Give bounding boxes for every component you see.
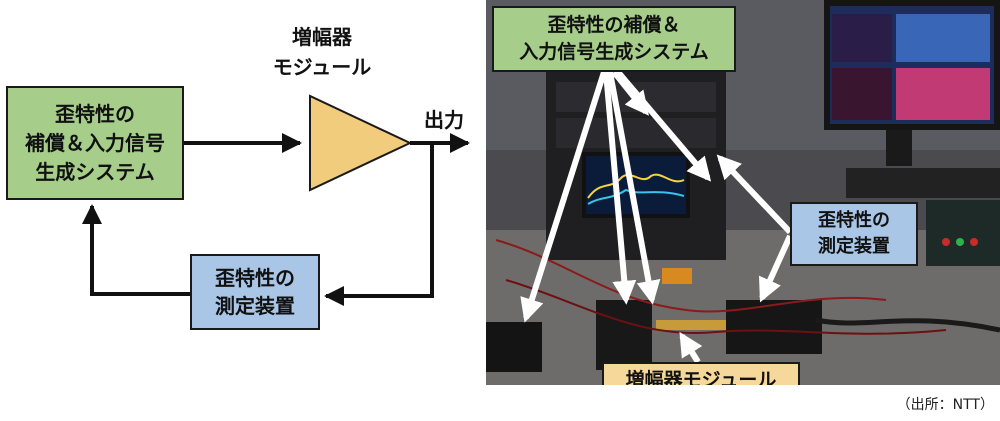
measurement-box: 歪特性の 測定装置 <box>190 254 320 330</box>
callout-amplifier: 増幅器モジュール <box>602 362 800 385</box>
callout-measurement: 歪特性の 測定装置 <box>790 202 918 266</box>
callout-generator: 歪特性の補償＆ 入力信号生成システム <box>492 6 736 72</box>
callout-generator-line1: 歪特性の補償＆ <box>547 14 681 36</box>
callout-measurement-line2: 測定装置 <box>818 236 890 257</box>
callout-arrows <box>520 70 793 364</box>
callout-measurement-line1: 歪特性の <box>818 210 890 231</box>
feedback-line-measurement-to-generator <box>82 204 190 296</box>
callout-generator-line2: 入力信号生成システム <box>519 41 709 63</box>
amplifier-label-line1: 増幅器 <box>292 25 352 49</box>
module-center <box>596 300 652 370</box>
amplifier-symbol <box>309 94 413 192</box>
generator-box-line3: 生成システム <box>35 159 155 184</box>
measurement-box-line1: 歪特性の <box>215 266 295 290</box>
generator-box-line1: 歪特性の <box>55 101 135 126</box>
output-label: 出力 <box>424 108 464 132</box>
module-left <box>486 322 542 372</box>
amplifier-label-line2: モジュール <box>272 55 372 79</box>
lab-photo: 歪特性の補償＆ 入力信号生成システム 歪特性の 測定装置 増幅器モジュール <box>486 0 1000 385</box>
amplifier-label: 増幅器 モジュール <box>262 22 382 82</box>
block-diagram-lines <box>82 94 470 306</box>
block-diagram: 歪特性の 補償＆入力信号 生成システム 歪特性の 測定装置 増幅器 モジュール … <box>0 0 486 417</box>
measurement-box-line2: 測定装置 <box>215 294 295 318</box>
module-right <box>726 300 822 354</box>
feedback-line-output-to-measurement <box>324 143 434 306</box>
generator-box-line2: 補償＆入力信号 <box>25 130 165 155</box>
source-credit: （出所：NTT） <box>896 397 994 413</box>
generator-box: 歪特性の 補償＆入力信号 生成システム <box>6 86 184 200</box>
